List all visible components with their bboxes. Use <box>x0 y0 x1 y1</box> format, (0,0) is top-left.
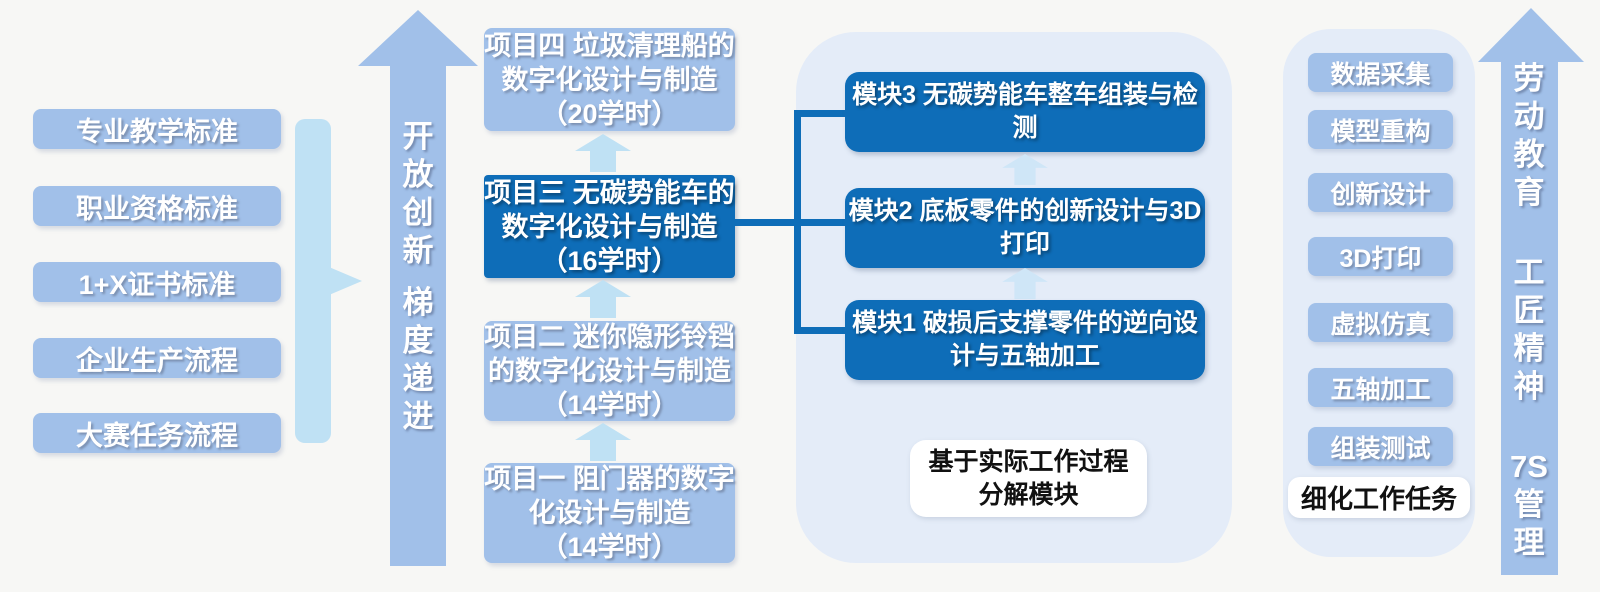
connector-line-vertical <box>794 110 801 334</box>
module-1-box: 模块1 破损后支撑零件的逆向设 计与五轴加工 <box>845 300 1205 380</box>
right-arrow-phrase-1: 劳 动 教 育 <box>1513 61 1545 210</box>
standard-box-1: 专业教学标准 <box>33 109 281 149</box>
connector-line-p3-m2 <box>735 219 845 226</box>
task-label: 3D打印 <box>1339 244 1422 273</box>
standard-box-4: 企业生产流程 <box>33 338 281 378</box>
up-arrow-small-icon <box>995 154 1055 185</box>
task-label: 五轴加工 <box>1330 375 1431 404</box>
up-arrow-left-icon <box>358 10 478 566</box>
project-2-label: 项目二 迷你隐形铃铛 的数字化设计与制造 （14学时） <box>484 322 735 420</box>
tasks-caption-label: 细化工作任务 <box>1300 484 1457 514</box>
task-label: 虚拟仿真 <box>1330 310 1431 339</box>
project-4-label: 项目四 垃圾清理船的 数字化设计与制造 （20学时） <box>484 30 735 129</box>
right-arrow-phrase-3: 7S 管 理 <box>1510 449 1548 560</box>
right-arrow-phrase-2: 工 匠 精 神 <box>1513 255 1545 404</box>
connector-line-m3 <box>794 110 845 117</box>
task-box-3: 创新设计 <box>1308 173 1453 212</box>
tasks-caption: 细化工作任务 <box>1288 477 1470 518</box>
left-arrow-phrase-1: 开 放 创 新 <box>402 119 434 268</box>
task-label: 模型重构 <box>1330 117 1431 146</box>
task-box-2: 模型重构 <box>1308 110 1453 149</box>
up-arrow-small-icon <box>995 268 1055 299</box>
module-2-box: 模块2 底板零件的创新设计与3D 打印 <box>845 188 1205 268</box>
module-1-label: 模块1 破损后支撑零件的逆向设 计与五轴加工 <box>852 309 1198 370</box>
standard-label: 1+X证书标准 <box>78 269 236 300</box>
connector-line-m1 <box>794 327 845 334</box>
task-box-7: 组装测试 <box>1308 427 1453 466</box>
task-label: 创新设计 <box>1330 180 1431 209</box>
standard-box-3: 1+X证书标准 <box>33 262 281 302</box>
left-arrow-text: 开 放 创 新 梯 度 递 进 <box>388 118 448 436</box>
project-1-label: 项目一 阻门器的数字 化设计与制造 （14学时） <box>484 464 735 562</box>
standard-box-5: 大赛任务流程 <box>33 413 281 453</box>
task-label: 数据采集 <box>1330 60 1431 89</box>
task-box-4: 3D打印 <box>1308 237 1453 276</box>
project-2-box: 项目二 迷你隐形铃铛 的数字化设计与制造 （14学时） <box>484 321 735 421</box>
project-1-box: 项目一 阻门器的数字 化设计与制造 （14学时） <box>484 463 735 563</box>
up-arrow-small-icon <box>575 423 631 461</box>
task-label: 组装测试 <box>1330 434 1431 463</box>
standard-label: 职业资格标准 <box>76 193 238 224</box>
task-box-5: 虚拟仿真 <box>1308 303 1453 342</box>
task-box-6: 五轴加工 <box>1308 368 1453 407</box>
up-arrow-small-icon <box>575 134 631 172</box>
project-3-box: 项目三 无碳势能车的 数字化设计与制造 （16学时） <box>484 175 735 278</box>
right-arrow-text: 劳 动 教 育 工 匠 精 神 7S 管 理 <box>1500 60 1558 562</box>
standard-box-2: 职业资格标准 <box>33 186 281 226</box>
module-3-label: 模块3 无碳势能车整车组装与检 测 <box>852 81 1198 142</box>
module-3-box: 模块3 无碳势能车整车组装与检 测 <box>845 72 1205 152</box>
standard-label: 大赛任务流程 <box>76 420 238 451</box>
project-4-box: 项目四 垃圾清理船的 数字化设计与制造 （20学时） <box>484 28 735 131</box>
up-arrow-small-icon <box>575 280 631 318</box>
modules-caption-label: 基于实际工作过程 分解模块 <box>928 447 1129 509</box>
up-arrow-right-icon <box>1477 8 1585 575</box>
standard-label: 企业生产流程 <box>76 345 238 376</box>
standard-label: 专业教学标准 <box>76 116 238 147</box>
module-2-label: 模块2 底板零件的创新设计与3D 打印 <box>848 197 1202 258</box>
left-arrow-phrase-2: 梯 度 递 进 <box>402 285 434 434</box>
modules-caption: 基于实际工作过程 分解模块 <box>910 440 1147 517</box>
project-3-label: 项目三 无碳势能车的 数字化设计与制造 （16学时） <box>484 177 735 276</box>
task-box-1: 数据采集 <box>1308 53 1453 92</box>
brace-shape <box>293 119 363 443</box>
